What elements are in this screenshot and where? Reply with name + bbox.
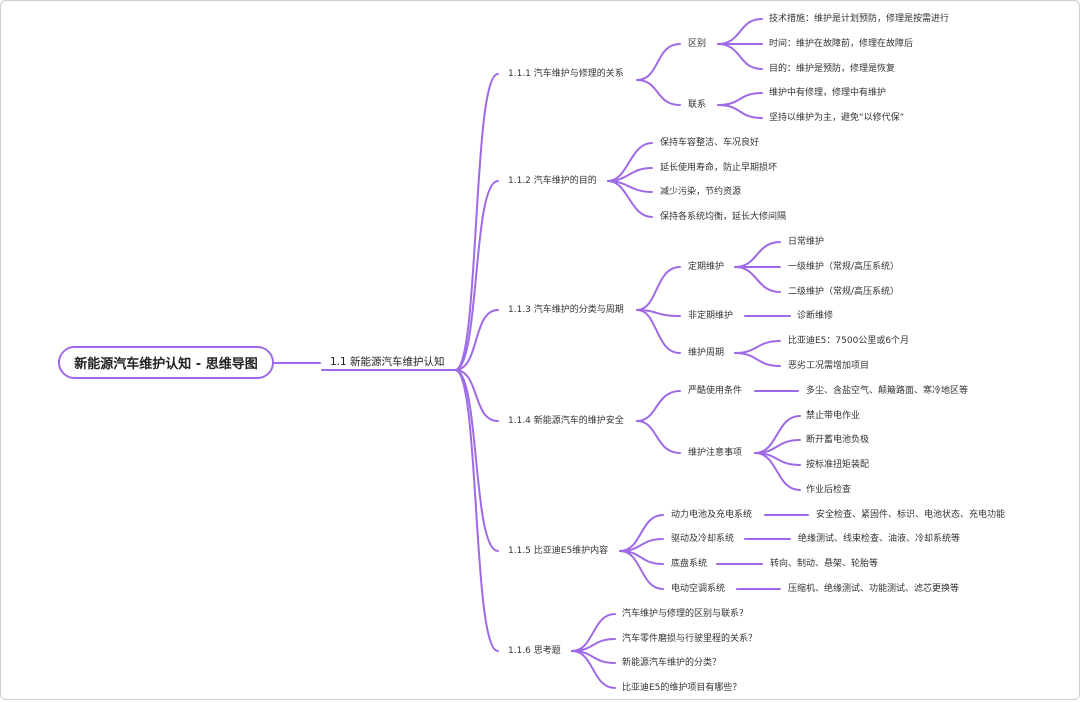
- edge-notes-4: [754, 452, 801, 491]
- leaf-difference-3[interactable]: 目的：维护是预防，修理是恢复: [769, 64, 896, 74]
- node-relation[interactable]: 联系: [688, 100, 707, 110]
- edge-s3-regular: [636, 266, 681, 311]
- root-node-label: 新能源汽车维护认知 - 思维导图: [74, 357, 258, 372]
- edge-s2-1: [607, 142, 653, 182]
- leaf-question-2[interactable]: 汽车零件磨损与行驶里程的关系？: [622, 634, 758, 644]
- edge-regular-3: [734, 266, 781, 293]
- leaf-electric-ac[interactable]: 压缩机、绝缘测试、功能测试、滤芯更换等: [788, 584, 960, 594]
- node-battery-charging[interactable]: 动力电池及充电系统: [671, 510, 753, 520]
- edge-l1-s6: [454, 369, 499, 652]
- node-safety-notes[interactable]: 维护注意事项: [688, 448, 743, 458]
- leaf-difference-1[interactable]: 技术措施：维护是计划预防，修理是按需进行: [769, 14, 950, 24]
- edge-diff-3: [717, 43, 763, 70]
- leaf-purpose-1[interactable]: 保持车容整洁、车况良好: [660, 138, 760, 148]
- leaf-purpose-4[interactable]: 保持各系统均衡，延长大修间隔: [660, 212, 787, 222]
- section-node-1-1-6[interactable]: 1.1.6 思考题: [508, 646, 561, 656]
- edge-s5-4: [619, 550, 664, 590]
- edge-rel-1: [717, 92, 763, 106]
- edge-cycle-1: [734, 340, 781, 354]
- edge-s6-4: [571, 650, 616, 689]
- root-node[interactable]: 新能源汽车维护认知 - 思维导图: [58, 346, 274, 379]
- leaf-harsh-1[interactable]: 多尘、含盐空气、颠簸路面、寒冷地区等: [806, 386, 969, 396]
- edge-s4-notes: [636, 420, 681, 454]
- level1-node[interactable]: 1.1 新能源汽车维护认知: [330, 356, 445, 368]
- leaf-difference-2[interactable]: 时间：维护在故障前，修理在故障后: [769, 39, 914, 49]
- leaf-notes-1[interactable]: 禁止带电作业: [806, 411, 861, 421]
- edge-s1-rel: [636, 79, 681, 106]
- edge-s1-diff: [636, 43, 681, 81]
- edge-l1-s3: [454, 309, 499, 371]
- node-chassis[interactable]: 底盘系统: [671, 559, 708, 569]
- leaf-cycle-1[interactable]: 比亚迪E5：7500公里或6个月: [788, 336, 910, 346]
- leaf-purpose-2[interactable]: 延长使用寿命，防止早期损坏: [660, 163, 778, 173]
- leaf-drive-cooling[interactable]: 绝缘测试、线束检查、油液、冷却系统等: [798, 534, 961, 544]
- section-node-1-1-5[interactable]: 1.1.5 比亚迪E5维护内容: [508, 546, 609, 556]
- leaf-regular-3[interactable]: 二级维护（常规/高压系统）: [788, 287, 900, 297]
- edge-notes-1: [754, 415, 801, 454]
- node-regular-maintenance[interactable]: 定期维护: [688, 262, 725, 272]
- leaf-purpose-3[interactable]: 减少污染，节约资源: [660, 187, 742, 197]
- leaf-irregular-1[interactable]: 诊断维修: [797, 311, 834, 321]
- edge-regular-1: [734, 241, 781, 268]
- edge-l1-s5: [454, 369, 499, 552]
- edge-s2-4: [607, 180, 653, 218]
- leaf-relation-2[interactable]: 坚持以维护为主，避免“以修代保”: [769, 113, 905, 123]
- node-irregular-maintenance[interactable]: 非定期维护: [688, 311, 734, 321]
- leaf-notes-2[interactable]: 断开蓄电池负极: [806, 435, 870, 445]
- edge-s4-harsh: [636, 390, 681, 422]
- leaf-question-4[interactable]: 比亚迪E5的维护项目有哪些？: [622, 683, 742, 693]
- edge-rel-2: [717, 104, 763, 119]
- edge-s3-cycle: [636, 309, 681, 354]
- node-maintenance-cycle[interactable]: 维护周期: [688, 348, 725, 358]
- node-difference[interactable]: 区别: [688, 39, 707, 49]
- node-electric-ac[interactable]: 电动空调系统: [671, 584, 726, 594]
- leaf-relation-1[interactable]: 维护中有修理，修理中有维护: [769, 88, 887, 98]
- leaf-notes-3[interactable]: 按标准扭矩装配: [806, 460, 870, 470]
- section-node-1-1-2[interactable]: 1.1.2 汽车维护的目的: [508, 176, 597, 186]
- edge-l1-s2: [454, 180, 499, 371]
- leaf-battery-charging[interactable]: 安全检查、紧固件、标识、电池状态、充电功能: [816, 510, 1006, 520]
- leaf-regular-2[interactable]: 一级维护（常规/高压系统）: [788, 262, 900, 272]
- edge-l1-s1: [454, 73, 499, 371]
- leaf-question-3[interactable]: 新能源汽车维护的分类？: [622, 658, 722, 668]
- node-harsh-conditions[interactable]: 严酷使用条件: [688, 386, 743, 396]
- leaf-notes-4[interactable]: 作业后检查: [806, 485, 852, 495]
- section-node-1-1-4[interactable]: 1.1.4 新能源汽车的维护安全: [508, 416, 624, 426]
- leaf-cycle-2[interactable]: 恶劣工况需增加项目: [788, 361, 870, 371]
- node-drive-cooling[interactable]: 驱动及冷却系统: [671, 534, 735, 544]
- section-node-1-1-3[interactable]: 1.1.3 汽车维护的分类与周期: [508, 305, 624, 315]
- edge-cycle-2: [734, 352, 781, 367]
- edge-diff-1: [717, 18, 763, 45]
- leaf-question-1[interactable]: 汽车维护与修理的区别与联系？: [622, 609, 749, 619]
- leaf-chassis[interactable]: 转向、制动、悬架、轮胎等: [770, 559, 879, 569]
- section-node-1-1-1[interactable]: 1.1.1 汽车维护与修理的关系: [508, 69, 624, 79]
- leaf-regular-1[interactable]: 日常维护: [788, 237, 825, 247]
- edge-l1-s4: [454, 369, 499, 422]
